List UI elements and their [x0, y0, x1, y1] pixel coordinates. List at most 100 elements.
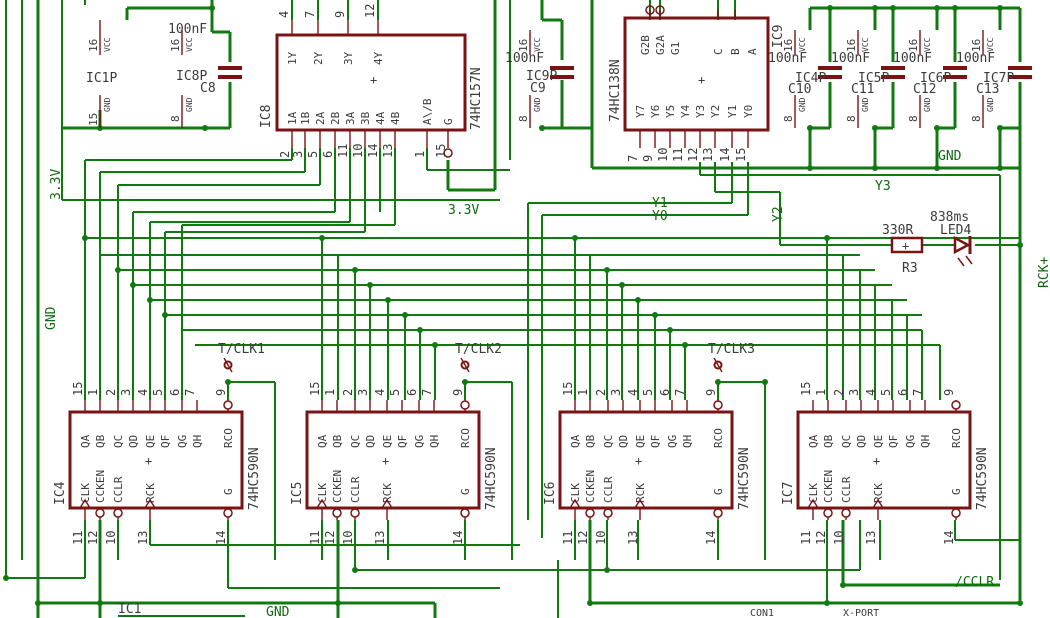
counter-pin-label: QG: [413, 435, 426, 448]
net-3v3-left: 3.3V: [49, 169, 64, 200]
cap-name: C9: [530, 81, 546, 96]
counter-pin-number: 9: [214, 389, 228, 396]
ic9-bot-pin-number: 12: [686, 148, 700, 162]
counter-pin-number: 3: [847, 389, 861, 396]
cap-ic-gnd: GND: [923, 97, 932, 112]
cap-ic-vcc-pin: 16: [845, 39, 858, 52]
ic8-top-pin-label: 1Y: [286, 51, 299, 65]
cap-value: 100nF: [168, 22, 207, 37]
counter-pin-number: 10: [594, 531, 608, 545]
counter-pin-number: 10: [832, 531, 846, 545]
ic8-bot-pin-number: 11: [336, 144, 350, 158]
cap-name: C13: [976, 82, 999, 97]
counter-pin-label: QC: [840, 435, 853, 448]
counter-pin-number: 3: [609, 389, 623, 396]
counter-pin-label: QB: [331, 434, 344, 448]
counter-pin-label: QA: [807, 434, 820, 448]
counter-pin-label: QB: [94, 434, 107, 448]
ic1p-gnd-pin: 15: [87, 113, 100, 126]
counter-pin-number: 1: [576, 389, 590, 396]
ic8-bot-pin-number: 2: [278, 151, 292, 158]
counter-pin-number: 12: [323, 531, 337, 545]
counter-pin-number: 4: [626, 389, 640, 396]
counter-pin-label: RCO: [459, 428, 472, 448]
net-3v3-mid: 3.3V: [448, 203, 479, 218]
cap-ic-name: IC8P: [176, 69, 207, 84]
counter-pin-label: CCKEN: [822, 470, 835, 503]
counter-pin-label: G: [222, 488, 235, 495]
counter-pin-number: 4: [864, 389, 878, 396]
ic1p-vcc: VCC: [103, 37, 112, 52]
ic8-chip[interactable]: + IC8 74HC157N 1Y42Y73Y94Y121A21B32A52B6…: [259, 4, 484, 158]
counter-pin-number: 1: [814, 389, 828, 396]
cap-ic-vcc-pin: 16: [907, 39, 920, 52]
counter-pin-label: G: [950, 488, 963, 495]
ic8-bot-pin-number: 6: [321, 151, 335, 158]
counter-pin-number: 6: [168, 389, 182, 396]
counter-pin-label: QC: [112, 435, 125, 448]
counter-pin-number: 12: [576, 531, 590, 545]
net-xport: X-PORT: [843, 608, 879, 618]
ic8-top-pin-number: 7: [303, 11, 317, 18]
cap-ic-vcc: VCC: [798, 37, 807, 52]
cap-ic-name: IC6P: [920, 71, 951, 86]
counter-pin-label: QC: [349, 435, 362, 448]
ic1p-vcc-pin: 16: [87, 39, 100, 52]
counter-pin-number: 11: [308, 531, 322, 545]
counter-pin-label: QH: [681, 435, 694, 448]
ic9-part: 74HC138N: [608, 59, 623, 122]
counter-center-mark: +: [873, 454, 880, 468]
r3-resistor[interactable]: + 330R R3: [882, 223, 924, 276]
counter-pin-number: 15: [561, 382, 575, 396]
ic8-bot-pin-number: 13: [381, 144, 395, 158]
counter-name: IC4: [53, 481, 68, 505]
led4-diode[interactable]: 838ms LED4: [930, 210, 973, 267]
ic8-bot-pin-label: G: [442, 118, 455, 125]
ic8-bot-pin-label: 4B: [389, 111, 402, 125]
cap-value: 100nF: [768, 51, 807, 66]
counter-pin-number: 2: [104, 389, 118, 396]
cap-name: C10: [788, 82, 811, 97]
counter-pin-label: QB: [584, 434, 597, 448]
counter-pin-number: 1: [86, 389, 100, 396]
ic8-bot-pin-label: A\/B: [421, 98, 434, 125]
ic9-name: IC9: [771, 25, 786, 48]
counter-pin-label: QF: [159, 435, 172, 448]
counter-pin-number: 5: [879, 389, 893, 396]
net-tclk3: T/CLK3: [708, 342, 755, 357]
counter-pin-number: 6: [405, 389, 419, 396]
counter-pin-label: RCO: [222, 428, 235, 448]
counter-pin-label: QH: [191, 435, 204, 448]
counter-center-mark: +: [635, 454, 642, 468]
counter-pin-number: 4: [373, 389, 387, 396]
counter-pin-label: CLK: [569, 483, 582, 503]
cap-ic-vcc: VCC: [533, 37, 542, 52]
ic8-top-pin-number: 9: [333, 11, 347, 18]
counter-pin-label: CLK: [807, 483, 820, 503]
r3-name: R3: [902, 261, 918, 276]
counter-name: IC5: [290, 482, 305, 505]
cap-ic-gnd: GND: [185, 97, 194, 112]
counter-pin-number: 2: [594, 389, 608, 396]
counter-pin-label: QE: [872, 435, 885, 448]
cap-ic-name: IC4P: [795, 71, 826, 86]
tclk-markers: [223, 357, 723, 373]
cap-name: C11: [851, 82, 874, 97]
counter-pin-label: QE: [381, 435, 394, 448]
ic8-bot-pin-number: 14: [366, 144, 380, 158]
counter-pin-label: RCK: [872, 483, 885, 503]
counter-name: IC7: [781, 482, 796, 505]
counter-pin-number: 7: [420, 389, 434, 396]
cap-ic-vcc-pin: 16: [169, 39, 182, 52]
